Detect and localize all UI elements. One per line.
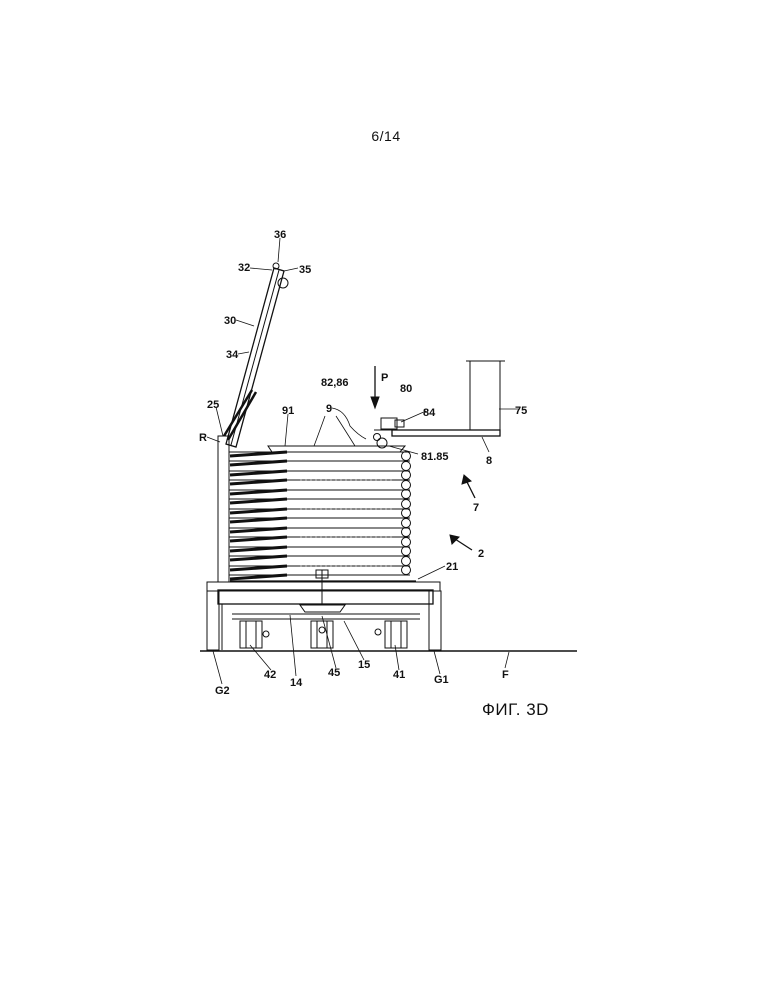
caster-right: [375, 621, 407, 648]
label-81-85: 81.85: [421, 451, 449, 463]
right-leg-g1: [429, 591, 441, 650]
label-p: P: [381, 372, 388, 384]
label-42: 42: [264, 669, 276, 681]
arm-pivot-35: [278, 278, 288, 288]
arrow-2: [455, 539, 472, 550]
label-g2: G2: [215, 685, 230, 697]
label-2: 2: [478, 548, 484, 560]
label-75: 75: [515, 405, 527, 417]
label-8: 8: [486, 455, 492, 467]
label-32: 32: [238, 262, 250, 274]
label-84: 84: [423, 407, 436, 419]
label-r: R: [199, 432, 207, 444]
label-41: 41: [393, 669, 405, 681]
label-25: 25: [207, 399, 219, 411]
tray-stack: [229, 452, 410, 575]
label-80: 80: [400, 383, 412, 395]
left-leg-g2: [207, 591, 219, 650]
label-91: 91: [282, 405, 294, 417]
label-f: F: [502, 669, 509, 681]
label-21: 21: [446, 561, 458, 573]
robot-arm-8: [392, 430, 500, 436]
label-34: 34: [226, 349, 239, 361]
label-45: 45: [328, 667, 340, 679]
base-frame: [218, 590, 433, 604]
label-82-86: 82,86: [321, 377, 349, 389]
label-36: 36: [274, 229, 286, 241]
label-15: 15: [358, 659, 370, 671]
label-7: 7: [473, 502, 479, 514]
label-14: 14: [290, 677, 303, 689]
label-g1: G1: [434, 674, 449, 686]
caster-left: [240, 621, 269, 648]
label-30: 30: [224, 315, 236, 327]
label-9: 9: [326, 403, 332, 415]
label-35: 35: [299, 264, 311, 276]
figure-caption: ФИГ. 3D: [482, 700, 549, 720]
left-column: [218, 436, 229, 582]
drive-unit: [300, 605, 345, 612]
